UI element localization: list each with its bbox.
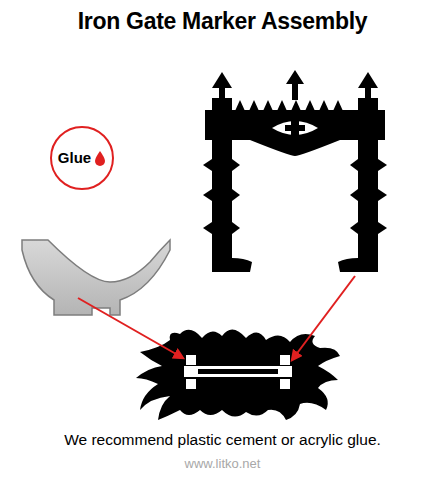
badge-label: Glue [58, 149, 91, 166]
leader-arrow [292, 276, 355, 360]
base-clip [22, 240, 170, 315]
watermark: www.litko.net [0, 456, 445, 471]
gate-piece [203, 70, 387, 272]
base-slots [184, 355, 292, 389]
glue-drop [94, 150, 106, 166]
glue-badge: Glue [50, 126, 114, 190]
leader-arrow [78, 298, 183, 358]
diagram-title: Iron Gate Marker Assembly [0, 8, 445, 35]
caption-note: We recommend plastic cement or acrylic g… [0, 431, 445, 449]
base-piece [136, 329, 340, 420]
